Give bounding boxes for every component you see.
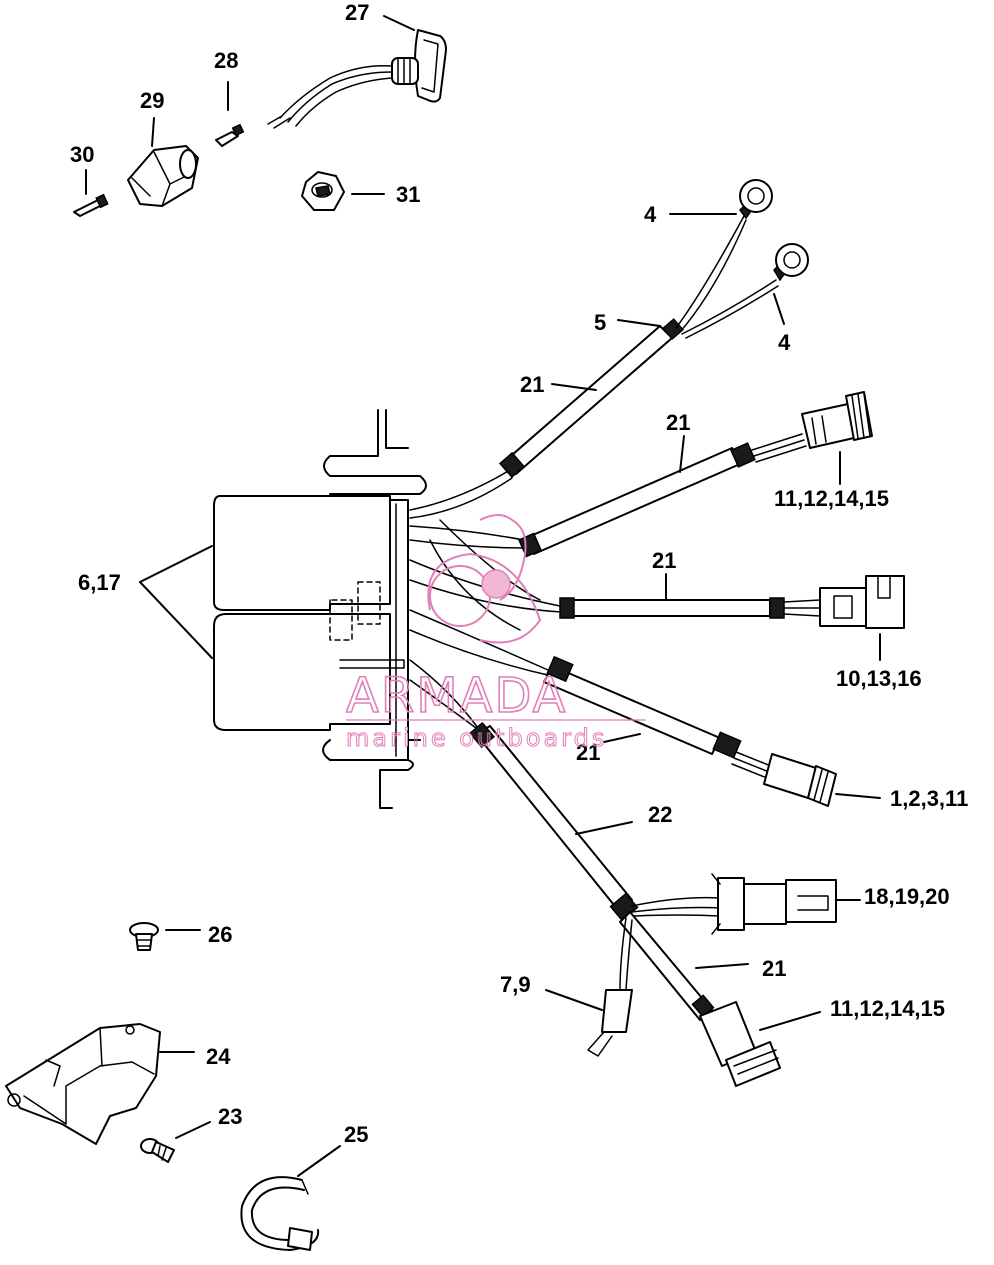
leader-4b xyxy=(773,293,785,325)
branch-lower-harness xyxy=(469,721,837,1087)
leader-29 xyxy=(151,117,155,147)
callout-4b: 4 xyxy=(778,330,791,355)
branch-ring-terminals xyxy=(498,179,809,479)
part-24-bracket xyxy=(5,1023,161,1145)
callout-11-12-14-15b: 11,12,14,15 xyxy=(830,996,945,1021)
leader-21d xyxy=(603,733,641,743)
callout-21e: 21 xyxy=(762,956,786,981)
leader-11-12-14-15b xyxy=(759,1011,821,1031)
callout-21d: 21 xyxy=(576,740,600,765)
leader-21b xyxy=(679,435,685,473)
part-28-terminal xyxy=(215,123,245,147)
callout-28: 28 xyxy=(214,48,238,73)
part-25-strap xyxy=(240,1176,320,1251)
callout-24: 24 xyxy=(206,1044,231,1069)
callout-7-9: 7,9 xyxy=(500,972,531,997)
part-30-pin xyxy=(73,193,109,217)
part-26-screw xyxy=(129,922,159,951)
part-6-17-junction-box xyxy=(213,409,427,809)
callout-25: 25 xyxy=(344,1122,368,1147)
callout-21a: 21 xyxy=(520,372,544,397)
branch-connector-upper xyxy=(518,391,873,558)
callout-22: 22 xyxy=(648,802,672,827)
callout-18-19-20: 18,19,20 xyxy=(864,884,950,909)
callout-21c: 21 xyxy=(652,548,676,573)
armada-watermark-logo xyxy=(427,514,542,644)
leader-5 xyxy=(617,319,661,327)
callout-1-2-3-11: 1,2,3,11 xyxy=(890,786,968,811)
callout-5: 5 xyxy=(594,310,606,335)
leader-21a xyxy=(551,383,597,391)
part-23-screw xyxy=(140,1138,175,1163)
leader-6-17-a xyxy=(139,545,213,583)
leader-1-2-3-11 xyxy=(835,793,881,799)
callout-21b: 21 xyxy=(666,410,690,435)
part-29-connector-housing xyxy=(127,145,199,207)
part-31-hex-nut xyxy=(301,171,345,211)
branch-connector-lower xyxy=(543,655,837,807)
callout-23: 23 xyxy=(218,1104,242,1129)
callout-11-12-14-15a: 11,12,14,15 xyxy=(774,486,889,511)
leader-7-9 xyxy=(545,989,603,1011)
leader-23 xyxy=(175,1121,211,1139)
callout-27: 27 xyxy=(345,0,369,25)
part-27-grommet xyxy=(267,29,447,129)
callout-26: 26 xyxy=(208,922,232,947)
branch-connector-middle xyxy=(559,575,905,629)
callout-4a: 4 xyxy=(644,202,657,227)
leader-27 xyxy=(383,15,415,31)
callout-29: 29 xyxy=(140,88,164,113)
callout-31: 31 xyxy=(396,182,420,207)
leader-22 xyxy=(575,821,633,835)
callout-10-13-16: 10,13,16 xyxy=(836,666,922,691)
callout-6-17: 6,17 xyxy=(78,570,121,595)
callout-30: 30 xyxy=(70,142,94,167)
watermark-tagline: marine outboards xyxy=(346,724,607,752)
leader-6-17-b xyxy=(139,581,213,659)
watermark-brand: ARMADA xyxy=(346,668,567,724)
leader-21e xyxy=(695,963,749,969)
leader-25 xyxy=(297,1145,341,1177)
